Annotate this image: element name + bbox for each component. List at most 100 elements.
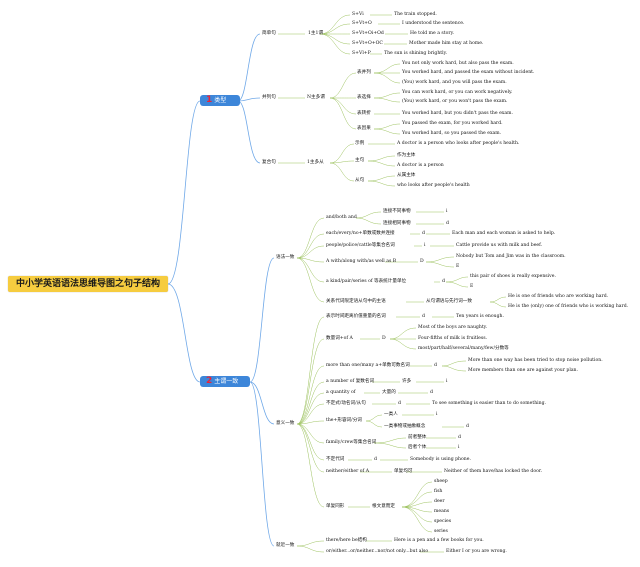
node-label[interactable]: d xyxy=(422,314,425,319)
node-label[interactable]: Somebody is using phone. xyxy=(410,457,471,462)
node-label[interactable]: fish xyxy=(434,489,443,494)
node-label[interactable]: Most of the boys are naughty. xyxy=(418,325,488,330)
node-label[interactable]: 示例 xyxy=(355,141,365,146)
node-label[interactable]: E xyxy=(470,284,474,289)
node-label[interactable]: Four-fifths of milk is fruitless. xyxy=(418,336,488,341)
node-label[interactable]: 从句谓语与先行词一致 xyxy=(426,299,472,304)
node-label[interactable]: the+形容词/分词 xyxy=(326,418,362,423)
node-label[interactable]: More members than one are against your p… xyxy=(468,368,578,373)
node-label[interactable]: 表选择 xyxy=(357,95,371,100)
node-label[interactable]: (You) work hard, and you will pass the e… xyxy=(402,80,507,85)
node-label[interactable]: Cattle provide us with milk and beef. xyxy=(456,243,543,248)
root-node[interactable]: 中小学英语语法思维导图之句子结构 xyxy=(8,276,168,292)
node-label[interactable]: there/here be结构 xyxy=(326,538,367,543)
node-label[interactable]: You worked hard, and passed the exam wit… xyxy=(402,70,535,75)
node-label[interactable]: The sun is shining brightly. xyxy=(384,51,448,56)
node-label[interactable]: Ten years is enough. xyxy=(456,314,504,319)
node-label[interactable]: species xyxy=(434,519,452,524)
node-label[interactable]: The train stopped. xyxy=(394,12,437,17)
node-label[interactable]: To see something is easier than to do so… xyxy=(432,401,546,406)
node-label[interactable]: d xyxy=(374,457,377,462)
node-label[interactable]: 简单句 xyxy=(262,31,276,36)
node-label[interactable]: a quantity of xyxy=(326,390,356,395)
node-label[interactable]: i xyxy=(446,379,448,384)
node-label[interactable]: 意义一致 xyxy=(276,421,295,426)
node-label[interactable]: series xyxy=(434,529,448,534)
node-label[interactable]: 语法一致 xyxy=(276,255,295,260)
node-label[interactable]: 不定代词 xyxy=(326,457,345,462)
node-label[interactable]: i xyxy=(424,243,426,248)
node-label[interactable]: Either I or you are wrong. xyxy=(446,549,507,554)
node-label[interactable]: people/police/cattle等集合名词 xyxy=(326,243,395,248)
node-label[interactable]: sheep xyxy=(434,479,448,484)
node-label[interactable]: more than one/many a+单数可数名词 xyxy=(326,363,410,368)
node-label[interactable]: 后者个体 xyxy=(408,445,427,450)
node-label[interactable]: 一类事物或抽象概念 xyxy=(384,424,426,429)
node-label[interactable]: i xyxy=(436,412,438,417)
node-label[interactable]: N主多谓 xyxy=(307,95,325,100)
node-label[interactable]: 复合句 xyxy=(262,160,276,165)
node-label[interactable]: 根文意而定 xyxy=(372,504,395,509)
node-label[interactable]: 表示时间距离价值重量的名词 xyxy=(326,314,386,319)
node-label[interactable]: Here is a pen and a few books for you. xyxy=(394,538,484,543)
node-label[interactable]: 1主多从 xyxy=(307,160,324,165)
node-label[interactable]: d xyxy=(466,424,469,429)
node-label[interactable]: and/both and xyxy=(326,215,357,220)
node-label[interactable]: 表并列 xyxy=(357,70,371,75)
node-label[interactable]: 作为主体 xyxy=(397,153,416,158)
node-label[interactable]: means xyxy=(434,509,450,514)
node-label[interactable]: d xyxy=(442,279,445,284)
node-label[interactable]: 主句 xyxy=(355,158,365,163)
node-label[interactable]: S+Vt+O xyxy=(352,21,372,26)
node-label[interactable]: i xyxy=(446,209,448,214)
node-label[interactable]: or/either...or/neither...nor/not only...… xyxy=(326,549,429,554)
node-label[interactable]: D xyxy=(382,336,386,341)
node-label[interactable]: 单复均可 xyxy=(394,469,413,474)
node-label[interactable]: S+Vt+O+OC xyxy=(352,41,383,46)
node-label[interactable]: You not only work hard, but also pass th… xyxy=(402,61,514,66)
node-label[interactable]: 表因果 xyxy=(357,126,371,131)
node-label[interactable]: S+Vl+P xyxy=(352,51,371,56)
node-label[interactable]: most/part/half/several/many/few/分数等 xyxy=(418,346,509,351)
branch-types[interactable]: 1 类型 xyxy=(200,95,240,106)
node-label[interactable]: More than one way has been tried to stop… xyxy=(468,358,603,363)
node-label[interactable]: Neither of them have/has locked the door… xyxy=(444,469,543,474)
node-label[interactable]: E xyxy=(456,264,460,269)
node-label[interactable]: S+Vt+Oi+Od xyxy=(352,31,384,36)
node-label[interactable]: 1主1谓 xyxy=(308,31,324,36)
node-label[interactable]: Nobody but Tom and Jim was in the classr… xyxy=(456,254,566,259)
node-label[interactable]: A doctor is a person who looks after peo… xyxy=(397,141,520,146)
node-label[interactable]: 表转折 xyxy=(357,111,371,116)
node-label[interactable]: (You) work hard, or you won't pass the e… xyxy=(402,99,508,104)
node-label[interactable]: a kind/pair/series of 等表统计量单位 xyxy=(326,279,407,284)
branch-subject-verb-agreement[interactable]: 2 主谓一致 xyxy=(200,376,250,387)
node-label[interactable]: 连接相同事物 xyxy=(383,221,411,226)
node-label[interactable]: 单复同形 xyxy=(326,504,345,509)
node-label[interactable]: d xyxy=(398,401,401,406)
node-label[interactable]: He is the (only) one of friends who is w… xyxy=(508,304,629,309)
node-label[interactable]: d xyxy=(458,435,461,440)
node-label[interactable]: who looks after people's health xyxy=(397,183,470,188)
node-label[interactable]: 关系代词限定语从句中的主语 xyxy=(326,299,386,304)
node-label[interactable]: deer xyxy=(434,499,445,504)
node-label[interactable]: A doctor is a person xyxy=(397,163,444,168)
node-label[interactable]: 就近一致 xyxy=(276,543,295,548)
node-label[interactable]: this pair of shoes is really expensive. xyxy=(470,274,556,279)
node-label[interactable]: Each man and each woman is asked to help… xyxy=(452,231,556,236)
node-label[interactable]: A with/along with/as well as B xyxy=(326,259,397,264)
node-label[interactable]: You worked hard, but you didn't pass the… xyxy=(402,111,513,116)
node-label[interactable]: 连接不同事物 xyxy=(383,209,411,214)
node-label[interactable]: neither/either of A xyxy=(326,469,370,474)
node-label[interactable]: You passed the exam, for you worked hard… xyxy=(402,121,503,126)
node-label[interactable]: a number of 复数名词 xyxy=(326,379,375,384)
node-label[interactable]: He is one of friends who are working har… xyxy=(508,294,609,299)
node-label[interactable]: 并列句 xyxy=(262,95,276,100)
node-label[interactable]: D xyxy=(420,259,424,264)
node-label[interactable]: 数量词+of A xyxy=(326,336,353,341)
node-label[interactable]: 不定式/动名词/从句 xyxy=(326,401,366,406)
node-label[interactable]: He told me a story. xyxy=(410,31,455,36)
node-label[interactable]: family/crew等集合名词 xyxy=(326,440,377,445)
node-label[interactable]: 一类人 xyxy=(384,412,398,417)
node-label[interactable]: 从属主体 xyxy=(397,173,416,178)
node-label[interactable]: I understood the sentence. xyxy=(402,21,465,26)
